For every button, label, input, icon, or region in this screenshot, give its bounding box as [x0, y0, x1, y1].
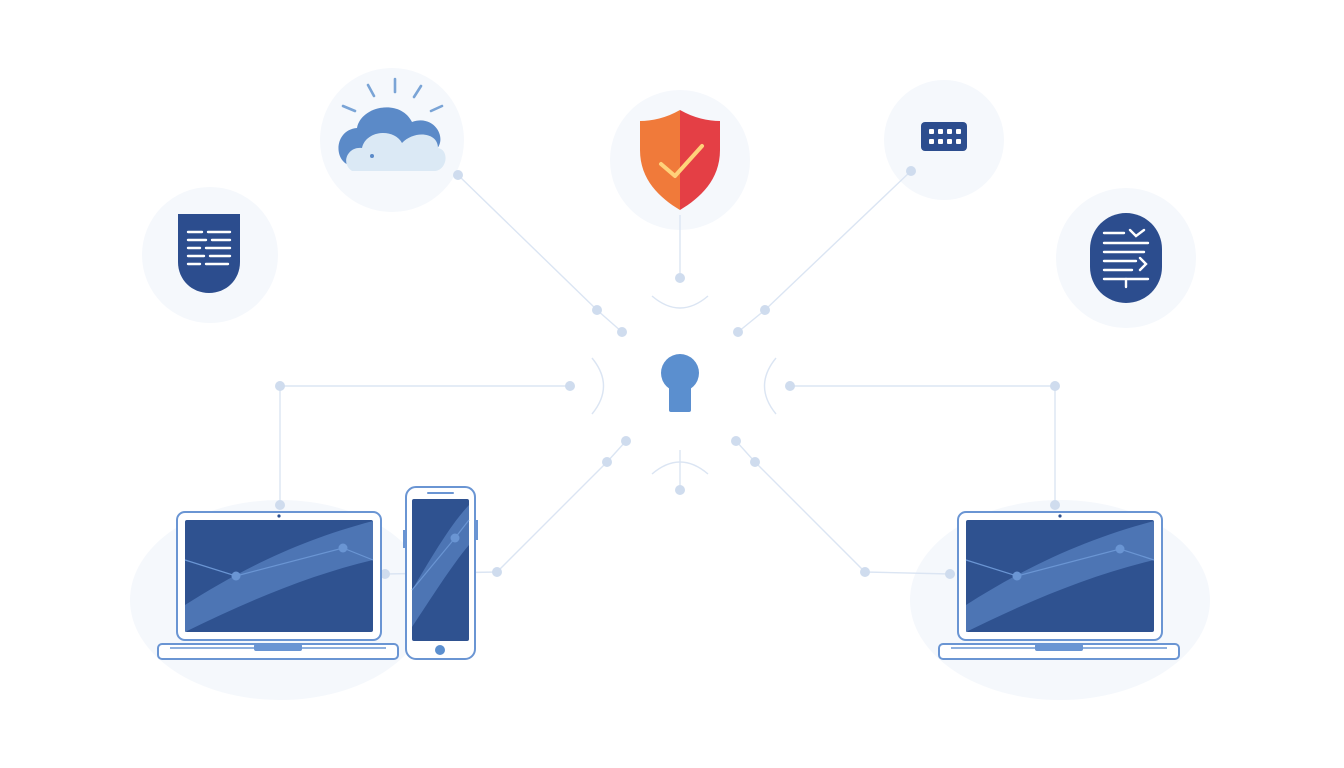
connector-right-device	[735, 440, 951, 575]
node	[275, 381, 285, 391]
keyhole-icon	[661, 354, 699, 412]
node	[380, 569, 390, 579]
hub-arc-top	[651, 295, 709, 309]
node	[1050, 381, 1060, 391]
cloud-icon	[338, 77, 446, 171]
node	[731, 436, 741, 446]
node	[602, 457, 612, 467]
node	[860, 567, 870, 577]
server-list-icon	[1090, 213, 1162, 303]
node	[675, 485, 685, 495]
document-shield-icon	[178, 214, 240, 293]
shield-check-icon	[640, 110, 720, 210]
node	[621, 436, 631, 446]
connector-right-network	[790, 385, 1056, 505]
node	[275, 500, 285, 510]
node	[760, 305, 770, 315]
node	[453, 170, 463, 180]
node	[675, 273, 685, 283]
node	[617, 327, 627, 337]
node	[565, 381, 575, 391]
hub-arc-bottom	[651, 461, 709, 475]
laptop-right-icon	[938, 511, 1180, 660]
node	[492, 567, 502, 577]
node	[1050, 500, 1060, 510]
node	[750, 457, 760, 467]
smartphone-icon	[403, 486, 478, 660]
node	[592, 305, 602, 315]
hub-arc-left	[591, 357, 605, 415]
node	[906, 166, 916, 176]
node	[785, 381, 795, 391]
node	[945, 569, 955, 579]
node	[733, 327, 743, 337]
laptop-left-icon	[157, 511, 399, 660]
keypad-icon	[921, 122, 967, 151]
hub-arc-right	[763, 357, 777, 415]
connector-nodes	[275, 166, 1060, 579]
